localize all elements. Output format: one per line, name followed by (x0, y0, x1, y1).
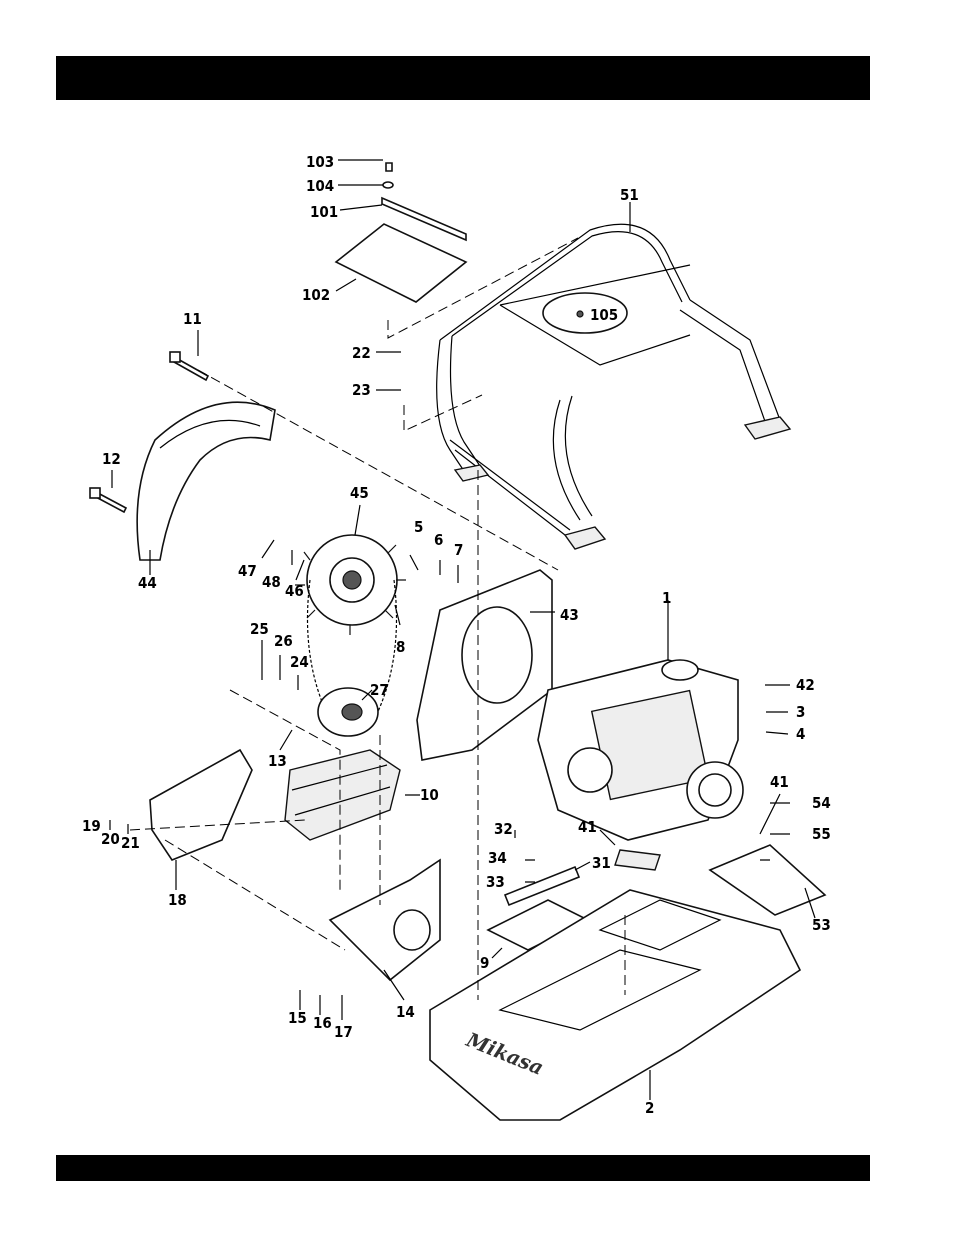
label-13: 13 (268, 752, 287, 770)
label-54: 54 (812, 794, 831, 812)
label-8: 8 (396, 638, 405, 656)
engine (538, 660, 743, 840)
label-16: 16 (313, 1014, 332, 1032)
label-46: 46 (285, 582, 304, 600)
label-15: 15 (288, 1009, 307, 1027)
label-27: 27 (370, 681, 389, 699)
label-9: 9 (480, 954, 489, 972)
label-104: 104 (306, 177, 334, 195)
label-102: 102 (302, 286, 330, 304)
label-41-lower: 41 (578, 818, 597, 836)
vibrator (285, 750, 400, 840)
label-6: 6 (434, 531, 443, 549)
label-12: 12 (102, 450, 121, 468)
label-2: 2 (645, 1099, 654, 1117)
cover-plate-assembly (336, 163, 466, 302)
label-21: 21 (121, 834, 140, 852)
label-43: 43 (560, 606, 579, 624)
label-32: 32 (494, 820, 513, 838)
label-42: 42 (796, 676, 815, 694)
label-55: 55 (812, 825, 831, 843)
label-47: 47 (238, 562, 257, 580)
label-31: 31 (592, 854, 611, 872)
label-25: 25 (250, 620, 269, 638)
label-7: 7 (454, 541, 463, 559)
label-20: 20 (101, 830, 120, 848)
fan-shroud (417, 570, 552, 760)
handle-frame (437, 224, 790, 549)
label-45: 45 (350, 484, 369, 502)
label-26: 26 (274, 632, 293, 650)
label-11: 11 (183, 310, 202, 328)
label-5: 5 (414, 518, 423, 536)
label-3: 3 (796, 703, 805, 721)
label-22: 22 (352, 344, 371, 362)
label-41-upper: 41 (770, 773, 789, 791)
label-24: 24 (290, 653, 309, 671)
base-plate: Mikasa (430, 890, 800, 1120)
label-101: 101 (310, 203, 338, 221)
label-10: 10 (420, 786, 439, 804)
label-4: 4 (796, 725, 805, 743)
label-1: 1 (662, 589, 671, 607)
label-48: 48 (262, 573, 281, 591)
label-14: 14 (396, 1003, 415, 1021)
label-18: 18 (168, 891, 187, 909)
pulley-and-belt (295, 535, 406, 736)
label-34: 34 (488, 849, 507, 867)
label-53: 53 (812, 916, 831, 934)
belt-guard (137, 402, 275, 560)
label-103: 103 (306, 153, 334, 171)
label-19: 19 (82, 817, 101, 835)
label-44: 44 (138, 574, 157, 592)
label-23: 23 (352, 381, 371, 399)
label-17: 17 (334, 1023, 353, 1041)
label-51: 51 (620, 186, 639, 204)
label-105: 105 (590, 306, 618, 324)
label-33: 33 (486, 873, 505, 891)
